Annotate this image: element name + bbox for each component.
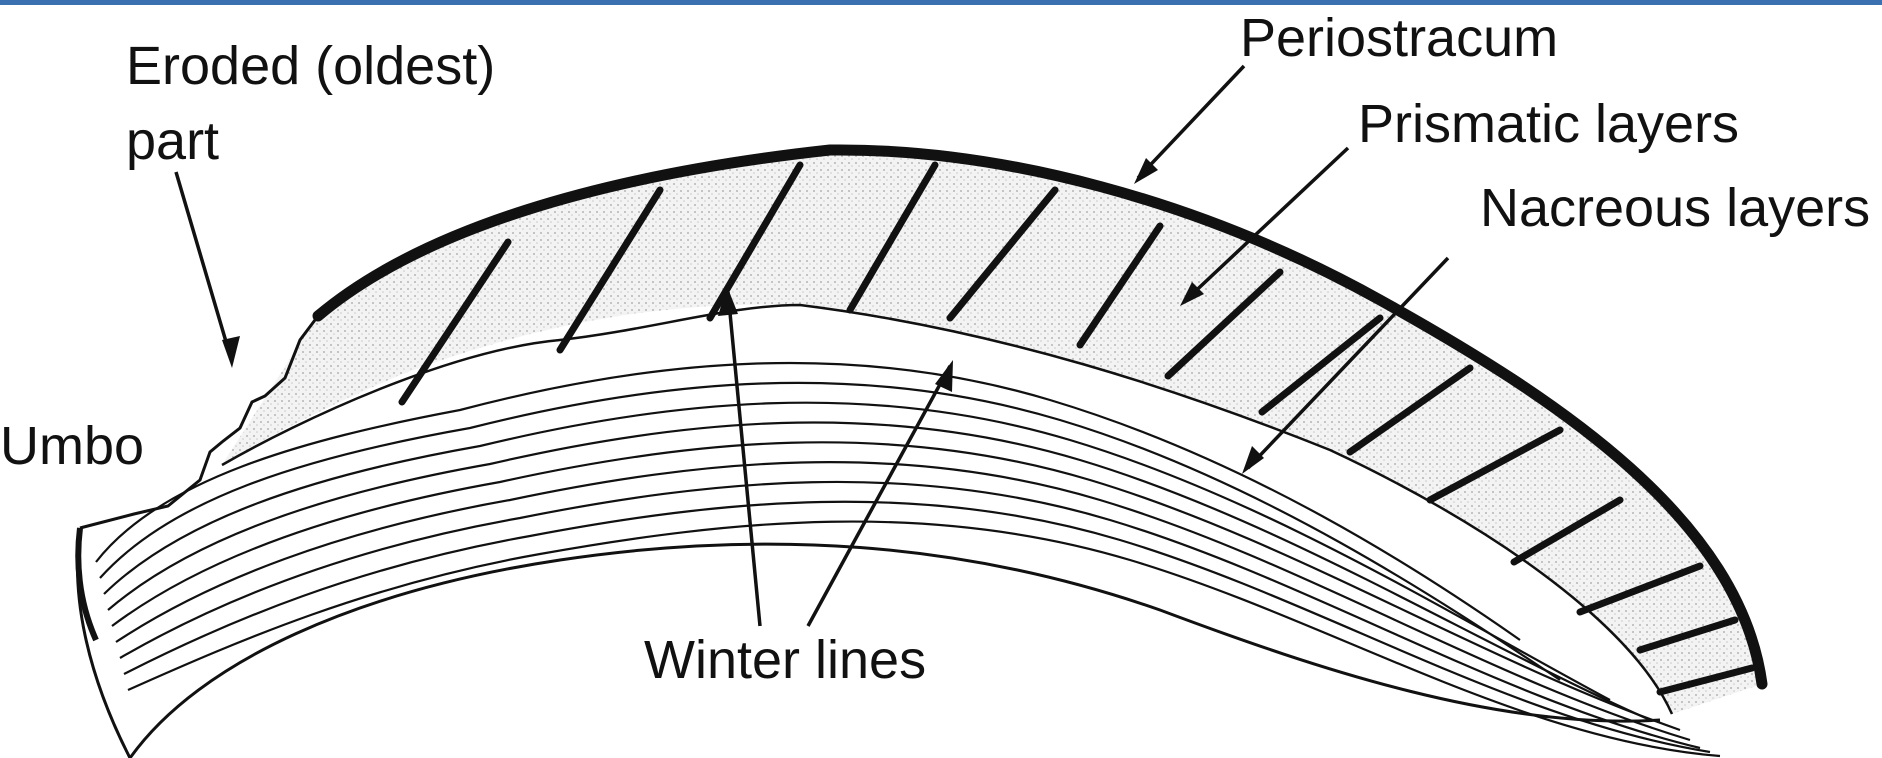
nacreous-layers-label: Nacreous layers <box>1480 180 1870 237</box>
eroded-part-label-line1: Eroded (oldest) <box>126 38 495 95</box>
periostracum-label: Periostracum <box>1240 10 1558 67</box>
umbo-label: Umbo <box>0 418 144 475</box>
winter-lines-label: Winter lines <box>644 632 926 689</box>
prismatic-layers-label: Prismatic layers <box>1358 96 1739 153</box>
eroded-part-label-line2: part <box>126 113 495 170</box>
umbo-tip <box>78 528 96 640</box>
eroded-part-label: Eroded (oldest) part <box>126 38 495 169</box>
